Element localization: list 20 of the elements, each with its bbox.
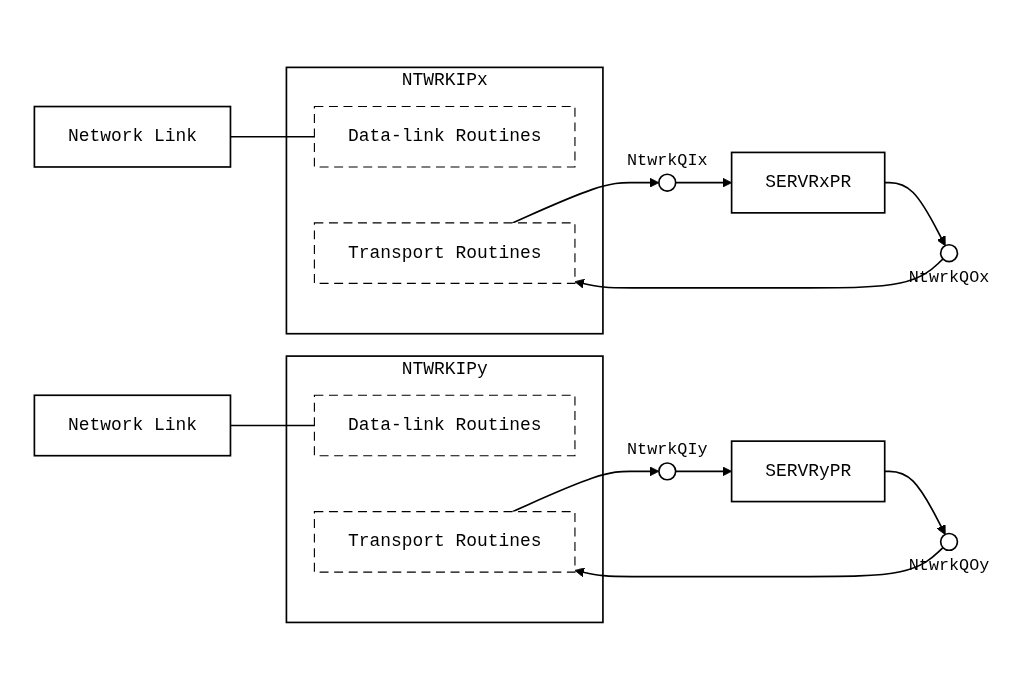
node-label: NtwrkQOx [908, 267, 990, 287]
node-circle [939, 244, 959, 263]
node-circle [939, 532, 959, 552]
node-box: Transport Routines [313, 511, 576, 573]
node-box: Network Link [33, 105, 232, 168]
node-label: NtwrkQOy [908, 556, 990, 576]
node-box: Transport Routines [313, 222, 576, 284]
node-circle [658, 173, 677, 192]
node-label: NtwrkQIx [627, 151, 708, 171]
node-box: Network Link [33, 394, 232, 457]
arrow [511, 177, 660, 224]
arrow [574, 546, 944, 578]
node-box: Data-link Routines [313, 394, 576, 457]
node-box: Data-link Routines [313, 106, 576, 168]
node-box: SERVRyPR [730, 440, 886, 503]
node-circle [658, 462, 677, 481]
arrow [511, 466, 660, 513]
node-label: NtwrkQIy [627, 440, 708, 460]
arrow [574, 258, 944, 289]
node-box: SERVRxPR [730, 151, 886, 214]
